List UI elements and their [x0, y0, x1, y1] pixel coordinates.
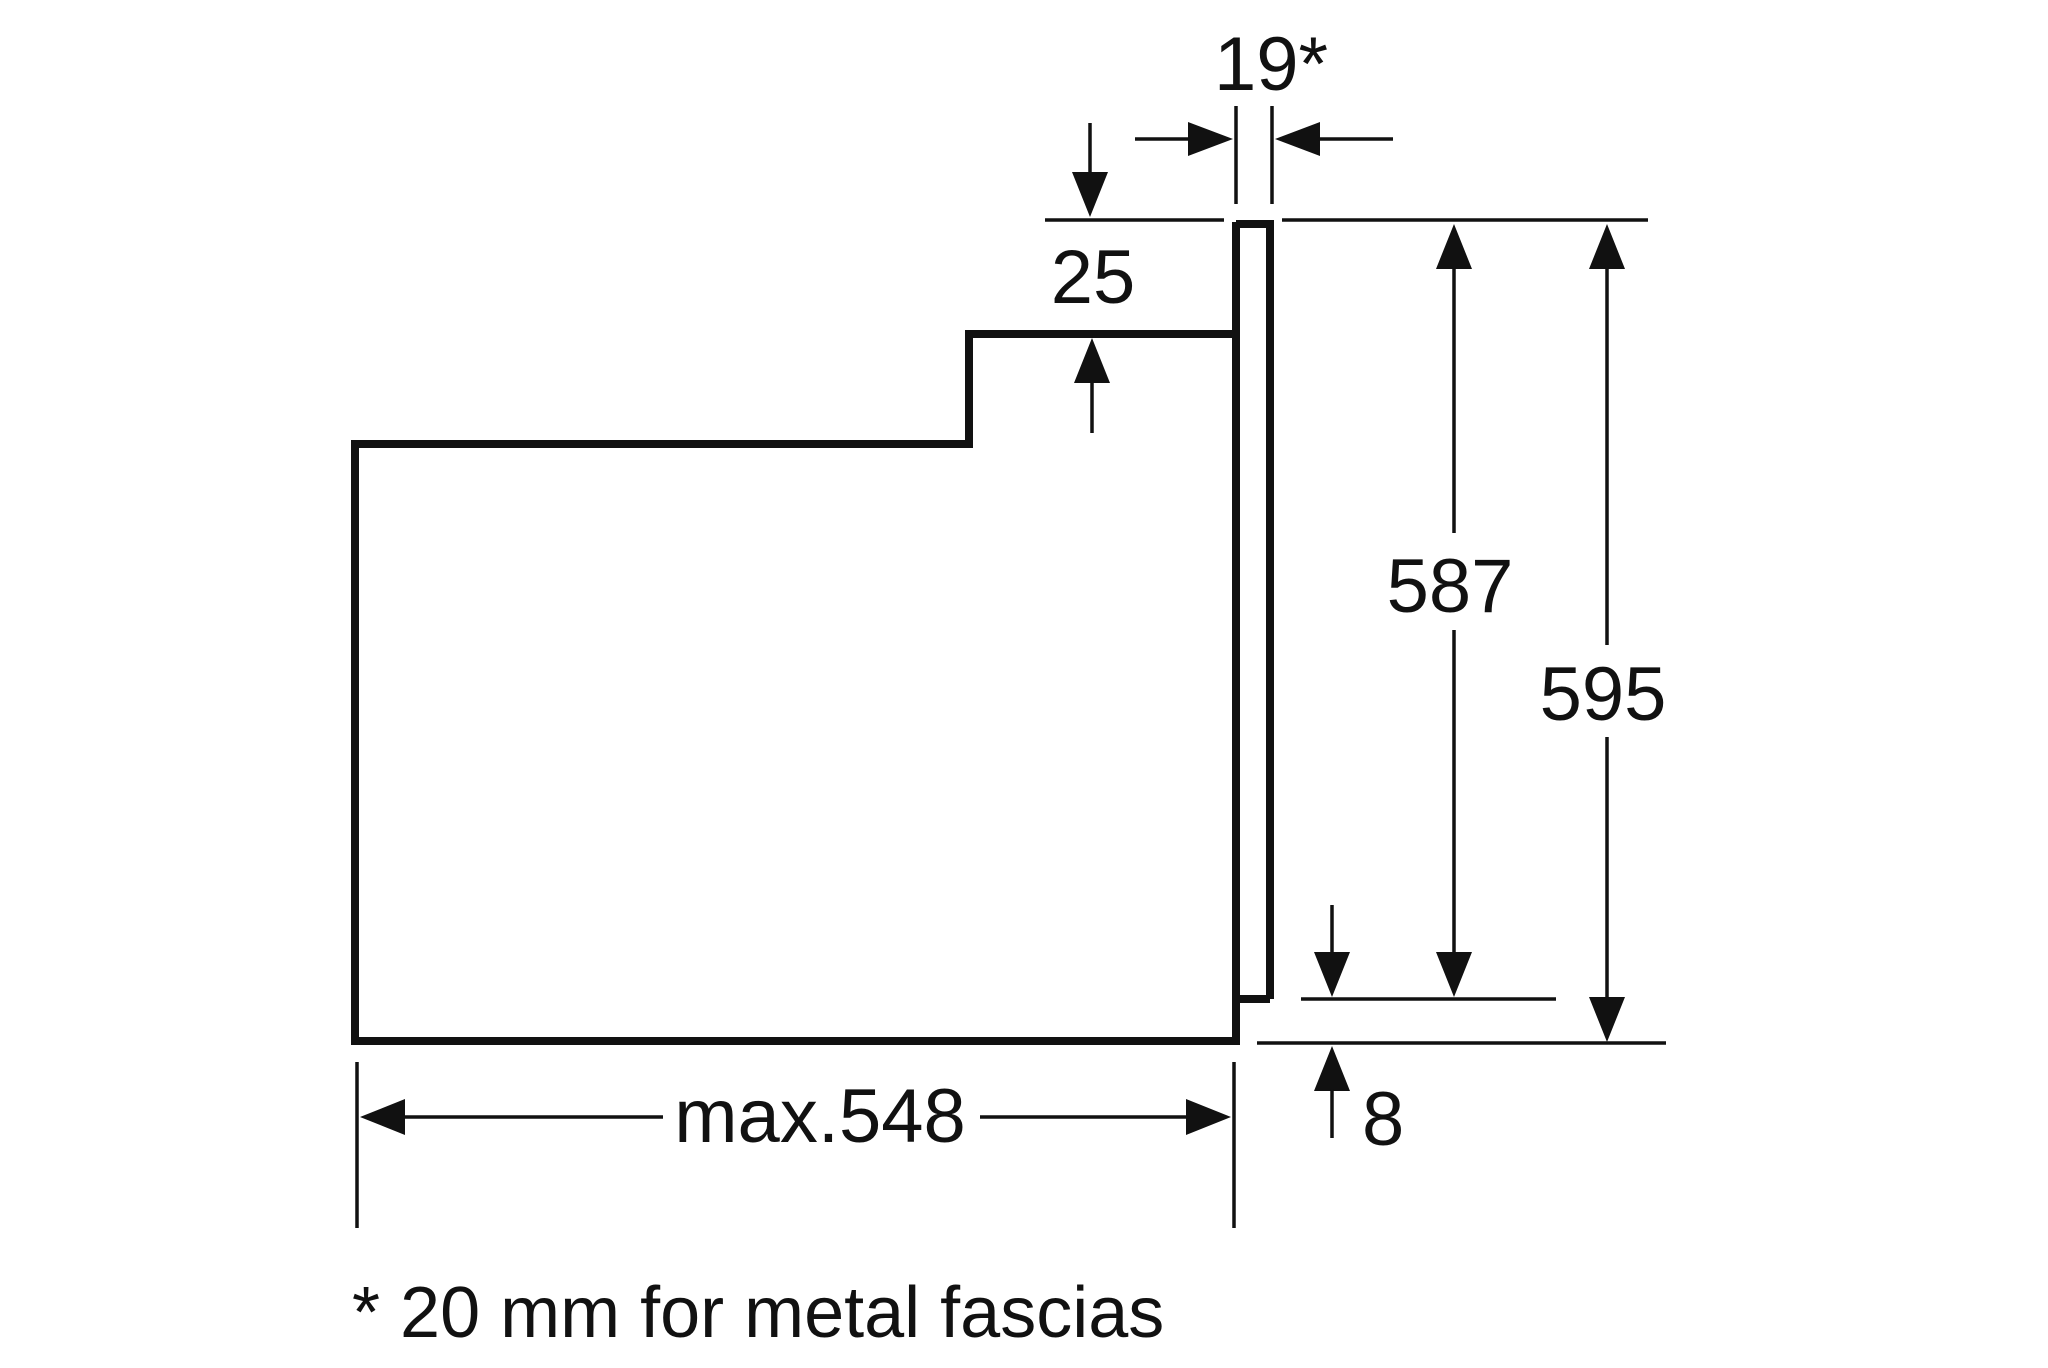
arrow-down-icon [1072, 172, 1108, 217]
dim-label-25: 25 [1051, 235, 1136, 320]
dimension-front-height: 595 [1540, 224, 1667, 1042]
arrow-up-icon [1589, 224, 1625, 269]
arrow-up-icon [1314, 1046, 1350, 1091]
arrow-right-icon [1188, 122, 1233, 156]
dimension-bottom-offset: 8 [1314, 905, 1404, 1162]
arrow-down-icon [1314, 952, 1350, 997]
dim-label-max548: max.548 [674, 1074, 966, 1159]
arrow-up-icon [1074, 338, 1110, 383]
bottom-level-lines [1257, 997, 1666, 1045]
arrow-down-icon [1436, 952, 1472, 997]
dim-label-587: 587 [1387, 544, 1514, 629]
fascia-panel-outline [1232, 220, 1274, 1003]
dim-label-19: 19* [1214, 22, 1328, 107]
arrow-down-icon [1589, 997, 1625, 1042]
cabinet-niche-outline [351, 222, 1240, 1045]
arrow-left-icon [1275, 122, 1320, 156]
dimension-top-clearance: 25 [1051, 123, 1136, 433]
dimension-fascia-thickness: 19* [1135, 22, 1393, 204]
dim-label-595: 595 [1540, 652, 1667, 737]
dimension-max-depth: max.548 [355, 1062, 1236, 1228]
dim-label-8: 8 [1362, 1077, 1404, 1162]
arrow-right-icon [1186, 1099, 1231, 1135]
arrow-left-icon [360, 1099, 405, 1135]
footnote-metal-fascias: * 20 mm for metal fascias [352, 1273, 1164, 1353]
arrow-up-icon [1436, 224, 1472, 269]
dimension-body-height: 587 [1387, 224, 1514, 997]
